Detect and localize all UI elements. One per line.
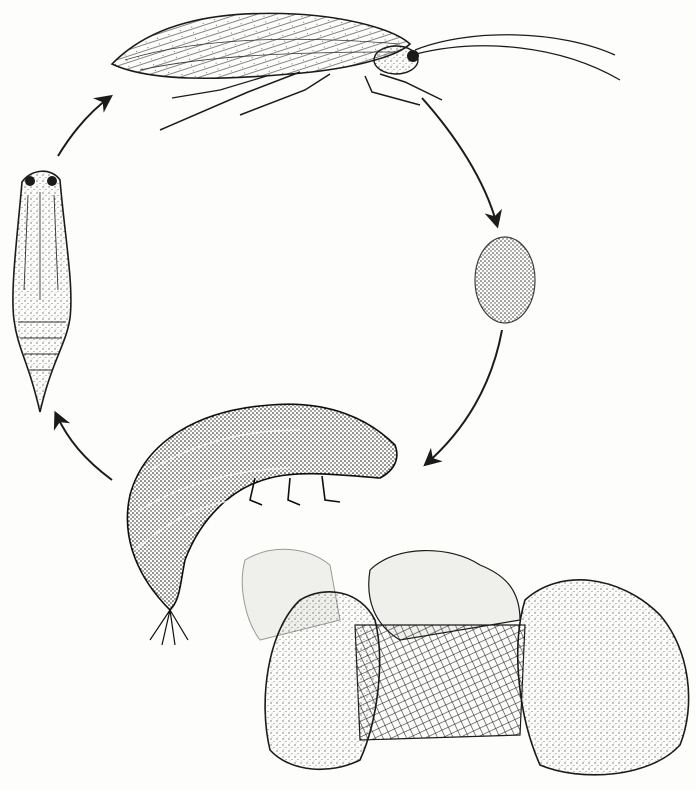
arrow-pupa-to-adult xyxy=(58,97,110,156)
arrow-larva-to-pupa xyxy=(56,414,112,480)
egg-mass-icon xyxy=(475,237,535,323)
pupa-icon xyxy=(13,171,71,412)
arrow-egg-to-larva xyxy=(426,330,502,464)
larval-net-retreat-icon xyxy=(242,549,688,775)
adult-caddisfly-icon xyxy=(112,13,620,130)
arrow-adult-to-egg xyxy=(422,98,497,225)
